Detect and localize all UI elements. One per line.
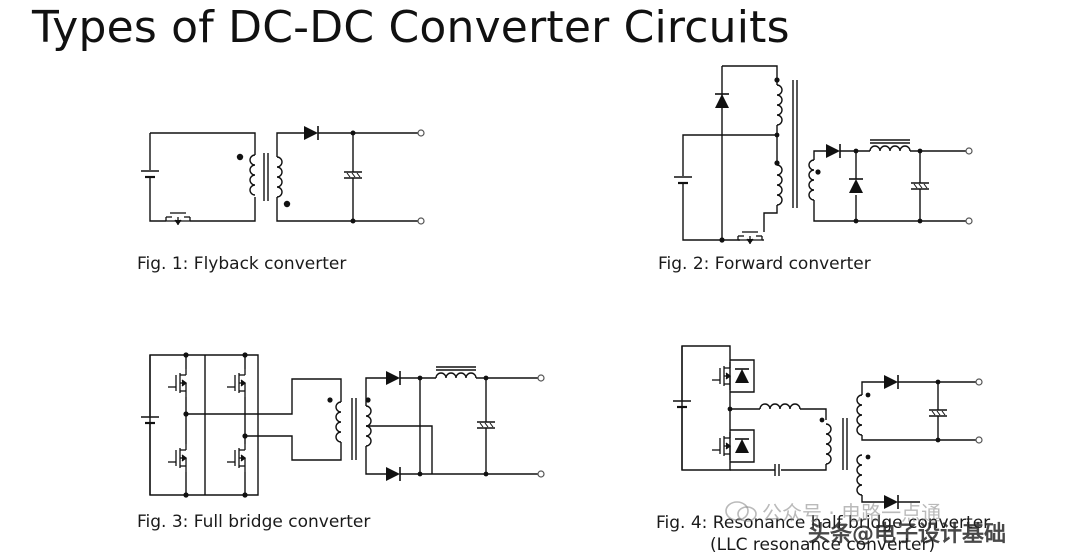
llc-half-bridge-converter-diagram [671,346,982,510]
figure-1-caption: Fig. 1: Flyback converter [137,254,347,274]
wechat-logo-icon [725,501,757,522]
full-bridge-converter-diagram [139,352,544,498]
watermark-text-2: 头条@电子设计基础 [808,522,1007,547]
forward-converter-diagram [672,66,972,245]
page-title: Types of DC-DC Converter Circuits [32,2,790,53]
figure-2-caption: Fig. 2: Forward converter [658,254,871,274]
figure-4-subcaption: (LLC resonance converter) [710,535,936,555]
flyback-converter-diagram [139,125,424,226]
watermark-text-1: 公众号 · 电路一点通 [762,501,942,525]
figure-3-caption: Fig. 3: Full bridge converter [137,512,371,532]
